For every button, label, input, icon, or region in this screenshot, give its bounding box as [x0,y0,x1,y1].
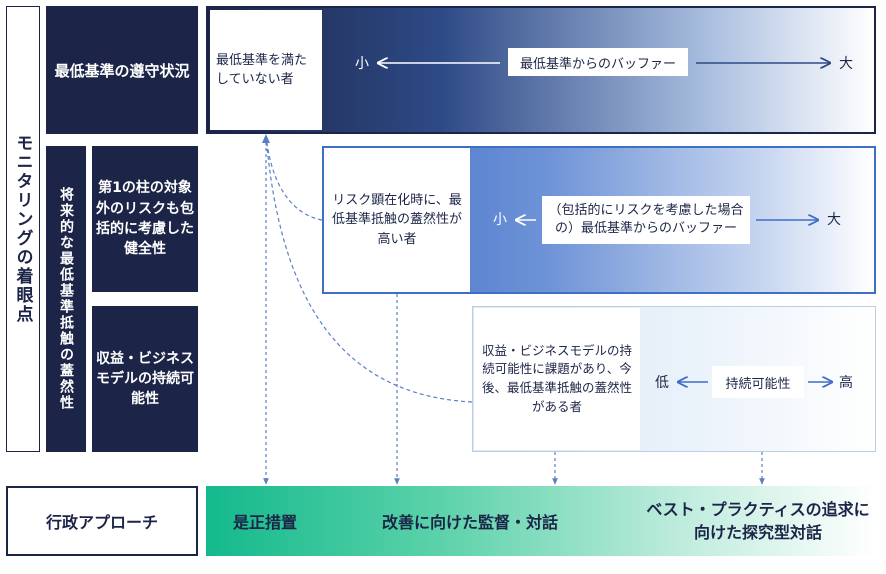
vline-box1-top-arrow [262,134,270,143]
row-group-future-breach: 将来的な最低基準抵触の蓋然性 [46,146,86,452]
band1-buffer-label: 最低基準からのバッファー [508,48,688,76]
approach-supervision-dialogue: 改善に向けた監督・対話 [381,513,558,532]
row-business-model: 収益・ビジネスモデルの持続可能性 [92,306,198,452]
band3-high-label: 高 [839,375,853,391]
approach-corrective-action: 是正措置 [232,513,297,532]
band1-small-label: 小 [355,56,369,72]
administrative-approach-label: 行政アプローチ [6,486,198,556]
band2-large-label: 大 [827,212,841,228]
row-comprehensive-soundness: 第1の柱の対象外のリスクも包括的に考慮した健全性 [92,146,198,292]
approach-gradient-band [206,486,876,556]
curve-box3-to-box1 [265,135,473,403]
box-sustainability-issue: 収益・ビジネスモデルの持続可能性に課題があり、今後、最低基準抵触の蓋然性がある者 [474,308,640,450]
band3-sustainability-label: 持続可能性 [712,366,804,398]
box-not-meeting-minimum: 最低基準を満たしていない者 [210,10,322,130]
curve-box2-to-box1 [265,135,323,221]
band2-buffer-label: （包括的にリスクを考慮した場合の）最低基準からのバッファー [542,196,750,244]
row-minimum-compliance: 最低基準の遵守状況 [46,6,198,134]
monitoring-focus-label: モニタリングの着眼点 [6,6,40,452]
band3-low-label: 低 [655,375,669,391]
band1-large-label: 大 [839,56,853,72]
band2-small-label: 小 [493,212,507,228]
box-high-breach-probability: リスク顕在化時に、最低基準抵触の蓋然性が高い者 [324,148,470,292]
approach-exploratory-dialogue: ベスト・プラクティスの追求に向けた探究型対話 [646,499,870,542]
